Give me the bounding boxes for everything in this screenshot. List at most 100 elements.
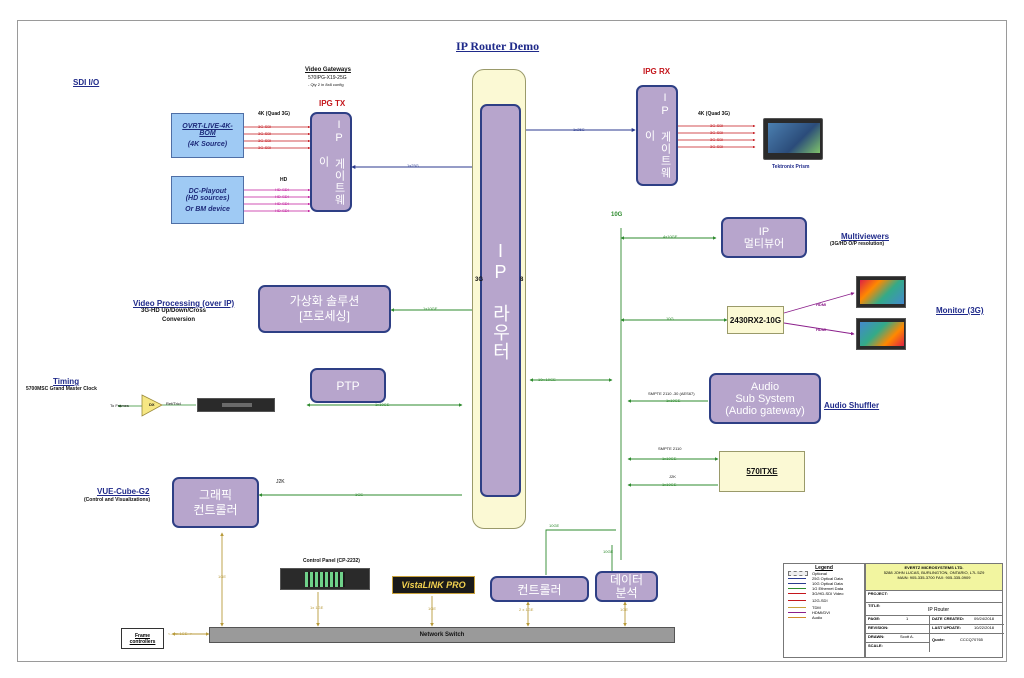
- quote-value: CCCQ70765: [960, 637, 983, 642]
- legend-swatch: [786, 571, 810, 576]
- project-label: PROJECT:: [868, 591, 888, 596]
- vue-cube-heading: VUE-Cube-G2: [97, 487, 150, 496]
- rx-10g-label: 10G: [666, 316, 674, 321]
- cp-1ge-label: 1x 1GE: [310, 605, 324, 610]
- ovrt-live-source-box[interactable]: OVRT-LIVE-4K- BOM (4K Source): [171, 113, 244, 158]
- last-update-label: LAST UPDATE:: [932, 625, 962, 630]
- data-10ge-label: 10GE: [603, 549, 614, 554]
- video-processing-sub1: 3G-HD Up/Down/Cross: [141, 308, 207, 314]
- audio-10ge-label: 1x10GE: [666, 398, 681, 403]
- quad-4k-tx-label: 4K (Quad 3G): [258, 111, 290, 117]
- network-switch[interactable]: Network Switch: [209, 627, 675, 643]
- title-grid: PAGE:1 DATE CREATED:09/24/2018 REVISION:…: [866, 616, 1004, 652]
- sdi-label: 3G-SDI: [710, 130, 724, 135]
- legend-swatch: [786, 581, 810, 586]
- ip-gateway-rx-block[interactable]: IP 게이트웨이: [636, 85, 678, 186]
- control-panel-device: [280, 568, 370, 590]
- diagram-sheet: [17, 20, 1007, 662]
- itxe-10ge-b-label: 1x10GE: [662, 482, 677, 487]
- revision-label: REVISION:: [868, 625, 889, 630]
- ovrt-line1: OVRT-LIVE-4K-: [182, 123, 233, 130]
- router-left-label: 3G: [475, 277, 484, 283]
- dx-amplifier-icon: [141, 394, 163, 417]
- monitor-icon: [856, 318, 906, 350]
- quote-label: Quote:: [932, 637, 945, 642]
- j2k-gfx-label: J2K: [276, 479, 285, 485]
- smpte2110-label: SMPTE 2110: [658, 446, 682, 451]
- control-panel-label: Control Panel (CP-2232): [303, 558, 360, 564]
- video-gateways-label: Video Gateways: [305, 67, 351, 73]
- company-banner: EVERTZ MICROSYSTEMS LTD. 5288 JOHN LUCAS…: [866, 564, 1002, 591]
- ctrl-10ge-label: 10GE: [549, 523, 560, 528]
- itxe-box[interactable]: 570ITXE: [719, 451, 805, 492]
- to-frames-label: To Frames: [110, 403, 129, 408]
- ip-router-block[interactable]: IP 라우터: [480, 104, 521, 497]
- audio-shuffler-heading: Audio Shuffler: [824, 401, 880, 410]
- virtualization-block[interactable]: 가상화 솔루션 [프로세싱]: [258, 285, 391, 333]
- ip-multiviewer-block[interactable]: IP 멀티뷰어: [721, 217, 807, 258]
- hdmi-label: HDMI: [816, 327, 827, 332]
- gfx-1ge-label: 1GE: [355, 492, 364, 497]
- frame-controllers-box[interactable]: Frame controllers: [121, 628, 164, 649]
- ipg-tx-label: IPG TX: [319, 99, 346, 108]
- hdmi-label: HDMI: [816, 302, 827, 307]
- legend-swatch: [786, 615, 810, 620]
- tx-25g-label: 1x25G: [407, 163, 419, 168]
- hd-sdi-label: HD-SDI: [275, 208, 289, 213]
- legend-label: 3G/HD-SDI Video: [812, 591, 844, 596]
- audio-subsystem-block[interactable]: Audio Sub System (Audio gateway): [709, 373, 821, 424]
- legend-title: Legend: [815, 565, 833, 571]
- drawn-value: Scott A.: [900, 634, 914, 639]
- ptp-block[interactable]: PTP: [310, 368, 386, 403]
- dc-playout-source-box[interactable]: DC-Playout (HD sources) Or BM device: [171, 176, 244, 224]
- legend-swatch: [786, 610, 810, 615]
- video-gateways-model: 570IPG-X19-25G: [308, 75, 347, 81]
- gfx-switch-1ge-label: 1GE: [218, 574, 227, 579]
- dc-line2: (HD sources): [185, 194, 230, 202]
- virt-10ge-label: 1x10GE: [423, 306, 438, 311]
- data-analysis-block[interactable]: 데이터 분석: [595, 571, 658, 602]
- rx2430-box[interactable]: 2430RX2-10G: [727, 306, 784, 334]
- graphic-controller-block[interactable]: 그래픽 컨트롤러: [172, 477, 259, 528]
- legend-swatch: [786, 605, 810, 610]
- legend-swatch: [786, 596, 810, 605]
- legend-swatch: [786, 586, 810, 591]
- multiviewers-heading: Multiviewers: [841, 232, 890, 241]
- legend-row: 25G Optical Data: [786, 576, 846, 581]
- mv-10ge-label: 4x10GE: [663, 234, 678, 239]
- title-value: IP Router: [928, 607, 950, 613]
- sdi-io-heading: SDI I/O: [73, 78, 100, 87]
- data-line2: 분석: [615, 585, 638, 600]
- video-processing-heading: Video Processing (over IP): [133, 299, 235, 308]
- legend-row: 3G/HD-SDI Video: [786, 591, 846, 596]
- sdi-label: 3G-SDI: [258, 138, 272, 143]
- date-created-label: DATE CREATED:: [932, 616, 965, 621]
- ctrl-2x1ge-label: 2 x 1GE: [519, 607, 534, 612]
- bus-10g-label: 10G: [611, 212, 623, 218]
- title-block: EVERTZ MICROSYSTEMS LTD. 5288 JOHN LUCAS…: [865, 563, 1004, 658]
- legend-row: 1G Ethernet Data: [786, 586, 846, 591]
- legend-label: TDM: [812, 605, 821, 610]
- multiviewer-line2: 멀티뷰어: [743, 237, 785, 250]
- data-1ge-label: 1GE: [620, 607, 629, 612]
- controller-block[interactable]: 컨트롤러: [490, 576, 589, 602]
- ip-gateway-tx-block[interactable]: IP 게이트웨이: [310, 112, 352, 212]
- hd-label: HD: [280, 177, 288, 183]
- legend-label: 1G Ethernet Data: [812, 586, 844, 591]
- vistalink-pro-logo: VistaLINK PRO: [392, 576, 475, 594]
- project-row: PROJECT:: [866, 591, 1002, 603]
- company-name: EVERTZ MICROSYSTEMS LTD.: [904, 565, 964, 570]
- sdi-label: 3G-SDI: [258, 124, 272, 129]
- audio-line1: Audio: [750, 380, 780, 393]
- grand-master-clock-device: [197, 398, 275, 412]
- legend-label: Optional: [812, 571, 827, 576]
- legend-label: 12G-SDI: [812, 598, 828, 603]
- title-row: TITLE: IP Router: [866, 603, 1002, 616]
- data-line1: 데이터: [609, 572, 644, 587]
- graphic-line2: 컨트롤러: [193, 502, 238, 517]
- page-label: PAGE:: [868, 616, 881, 621]
- tektronix-label: Tektronix Prism: [772, 164, 810, 170]
- legend-row: Optional: [786, 571, 846, 576]
